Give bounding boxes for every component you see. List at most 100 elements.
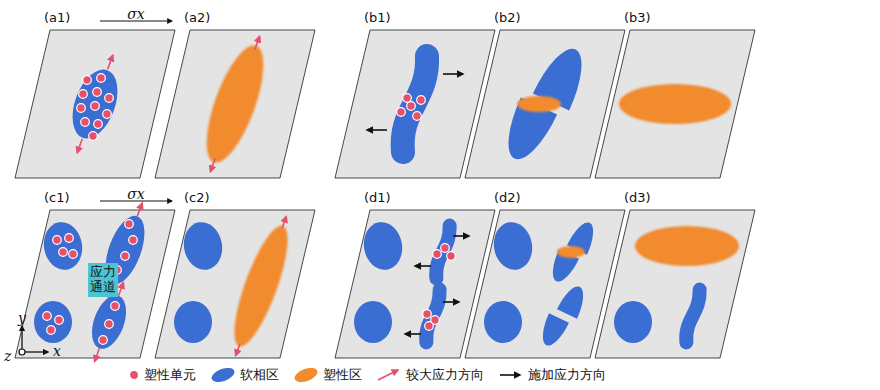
applied-stress-arrow	[443, 73, 463, 75]
soft-phase-zone	[686, 290, 699, 343]
soft-phase-zone	[403, 56, 427, 152]
soft-phase-zone	[557, 282, 590, 318]
stress-symbol: σx	[127, 6, 144, 23]
plastic-unit	[69, 250, 78, 259]
soft-phase-zone	[536, 313, 569, 349]
plastic-zone	[619, 84, 731, 124]
stress-arrow	[236, 344, 240, 355]
plastic-unit	[105, 94, 114, 103]
legend-dot	[130, 371, 139, 380]
stress-arrow	[282, 216, 286, 227]
plastic-unit	[77, 104, 86, 113]
legend-item: 较大应力方向	[376, 366, 484, 384]
soft-phase-zone	[85, 291, 132, 354]
soft-phase-zone	[180, 219, 226, 273]
stress-arrow	[119, 283, 124, 296]
applied-stress-arrow	[443, 301, 459, 303]
x-axis	[22, 351, 48, 352]
plastic-unit	[83, 76, 92, 85]
plastic-unit	[433, 250, 442, 259]
panel-label: (c1)	[44, 190, 70, 206]
panels	[15, 30, 755, 358]
stress-arrow	[137, 203, 142, 216]
node-text: 应力通道	[90, 265, 116, 295]
stress-arrow	[255, 36, 260, 49]
plastic-unit	[397, 108, 406, 117]
z-axis	[19, 349, 25, 355]
plastic-zone	[517, 96, 561, 112]
panel-plane	[155, 210, 315, 358]
soft-phase-zone	[614, 301, 652, 343]
legend-arrow	[500, 374, 520, 376]
panel-plane	[15, 30, 175, 178]
legend-item: 塑性单元	[128, 366, 196, 384]
plastic-unit	[105, 320, 114, 329]
axis-label: x	[53, 343, 61, 360]
plastic-unit	[94, 120, 103, 129]
plastic-unit	[99, 336, 108, 345]
plastic-unit	[103, 110, 112, 119]
legend-swatch	[293, 367, 319, 383]
plastic-unit	[441, 244, 450, 253]
plastic-unit	[125, 220, 134, 229]
plastic-unit	[423, 310, 432, 319]
stress-channel-box: 应力通道	[88, 263, 118, 297]
plastic-unit	[53, 236, 62, 245]
y-axis	[21, 326, 22, 352]
panel-label: (a1)	[44, 10, 70, 26]
legend-ellipse	[293, 367, 319, 383]
applied-stress-arrow	[367, 129, 387, 131]
panel-plane	[595, 30, 755, 178]
legend-text: 施加应力方向	[528, 366, 606, 384]
legend-item: 施加应力方向	[498, 366, 606, 384]
plastic-unit	[407, 102, 416, 111]
soft-phase-zone	[34, 301, 72, 343]
panel-label: (d3)	[624, 190, 651, 206]
panel-plane	[595, 210, 755, 358]
plastic-unit	[97, 74, 106, 83]
legend-text: 塑性区	[323, 366, 362, 384]
soft-phase-zone	[484, 301, 522, 343]
panel-plane	[15, 210, 175, 358]
stress-symbol: σx	[127, 186, 144, 203]
plastic-zone	[635, 226, 739, 266]
plastic-zone	[195, 39, 275, 169]
plastic-zone	[557, 246, 585, 258]
plastic-unit	[79, 90, 88, 99]
legend-swatch	[128, 367, 140, 383]
plastic-unit	[447, 252, 456, 261]
legend-item: 塑性区	[293, 366, 362, 384]
soft-phase-zone	[174, 301, 212, 343]
plastic-unit	[55, 316, 64, 325]
plastic-unit	[425, 322, 434, 331]
axis-label: y	[18, 310, 26, 327]
legend-ellipse	[210, 367, 236, 383]
applied-stress-arrow	[415, 265, 431, 267]
soft-phase-zone	[354, 301, 392, 343]
plastic-unit	[89, 132, 98, 141]
legend-swatch	[498, 367, 524, 383]
soft-phase-zone	[40, 219, 86, 273]
panel-label: (d2)	[494, 190, 521, 206]
panel-label: (c2)	[184, 190, 210, 206]
stress-arrow	[108, 55, 113, 69]
plastic-unit	[413, 112, 422, 121]
legend-text: 较大应力方向	[406, 366, 484, 384]
plastic-unit	[417, 96, 426, 105]
panel-label: (b1)	[364, 10, 391, 26]
applied-stress-arrow	[453, 235, 469, 237]
legend-arrow	[378, 370, 398, 380]
plastic-unit	[93, 88, 102, 97]
legend-item: 软相区	[210, 366, 279, 384]
legend-swatch	[376, 367, 402, 383]
stress-arrow	[77, 139, 82, 153]
plastic-zone	[224, 220, 298, 351]
legend-text: 塑性单元	[144, 366, 196, 384]
panel-label: (b2)	[494, 10, 521, 26]
soft-phase-zone	[64, 63, 126, 144]
plastic-unit	[65, 234, 74, 243]
plastic-unit	[129, 236, 138, 245]
stress-arrow	[210, 159, 215, 172]
figures	[19, 21, 739, 361]
legend-swatch	[210, 367, 236, 383]
